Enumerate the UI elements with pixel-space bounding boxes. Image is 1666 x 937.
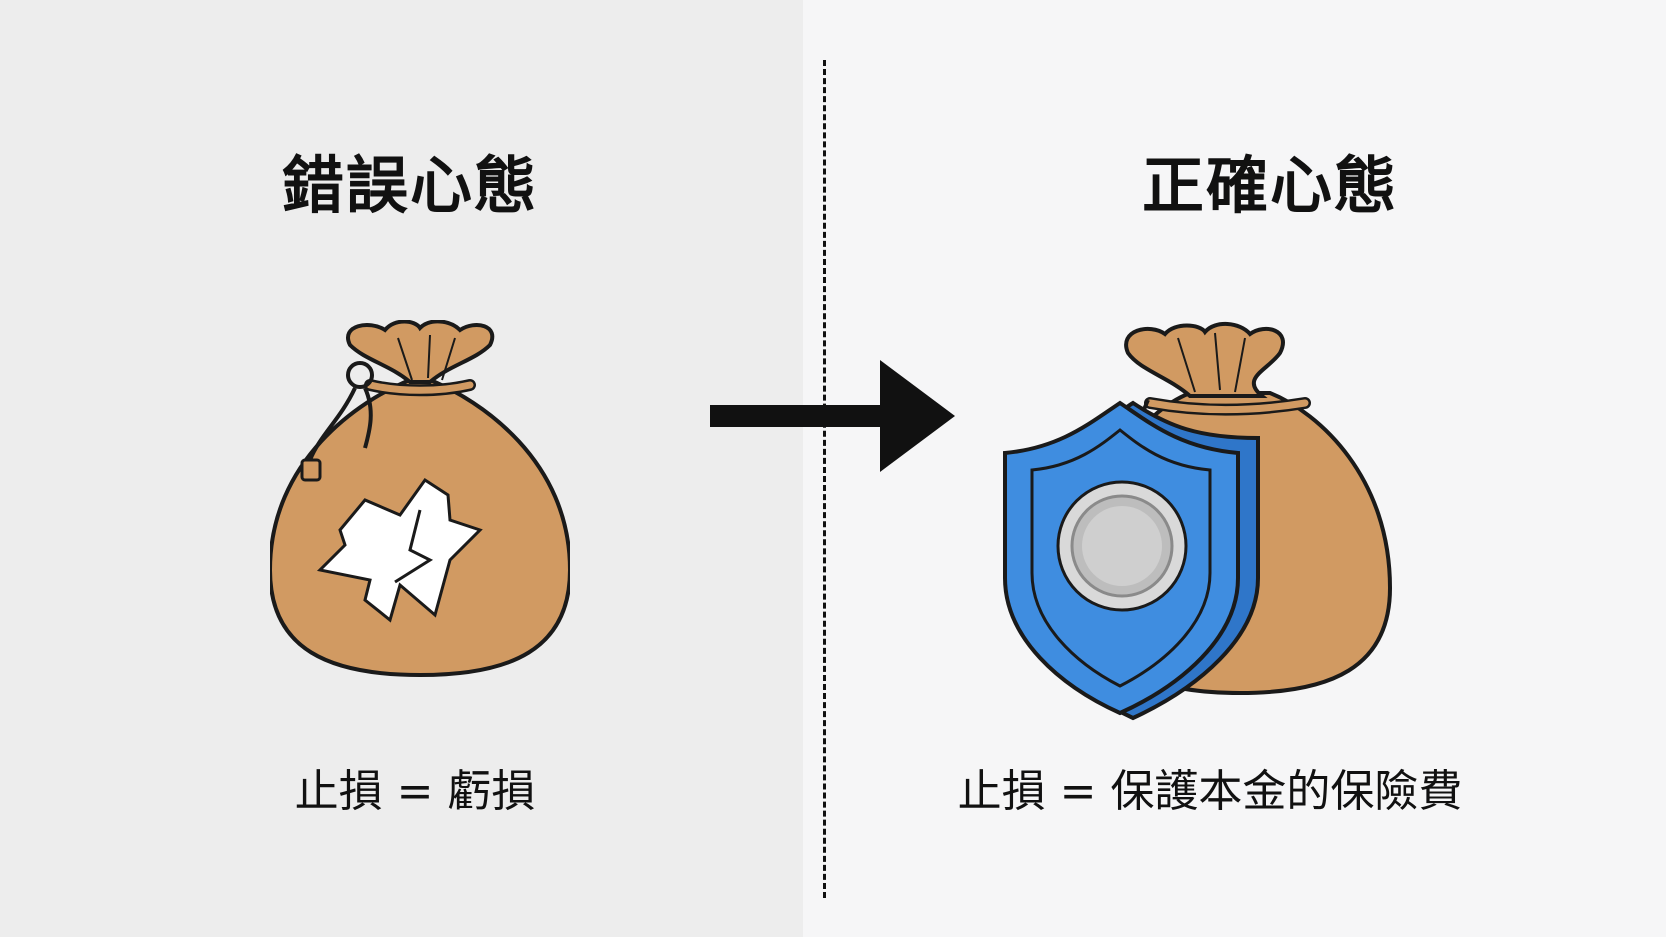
dashed-divider — [823, 60, 826, 898]
right-mindset-title: 正確心態 — [1141, 149, 1398, 222]
wrong-mindset-title: 錯誤心態 — [281, 149, 538, 222]
shield-protected-money-bag-icon — [1003, 322, 1393, 721]
wrong-mindset-caption: 止損 = 虧損 — [294, 766, 536, 817]
broken-money-bag-icon — [270, 320, 570, 678]
right-arrow-icon — [710, 360, 955, 472]
right-mindset-caption: 止損 = 保護本金的保險費 — [957, 766, 1463, 817]
